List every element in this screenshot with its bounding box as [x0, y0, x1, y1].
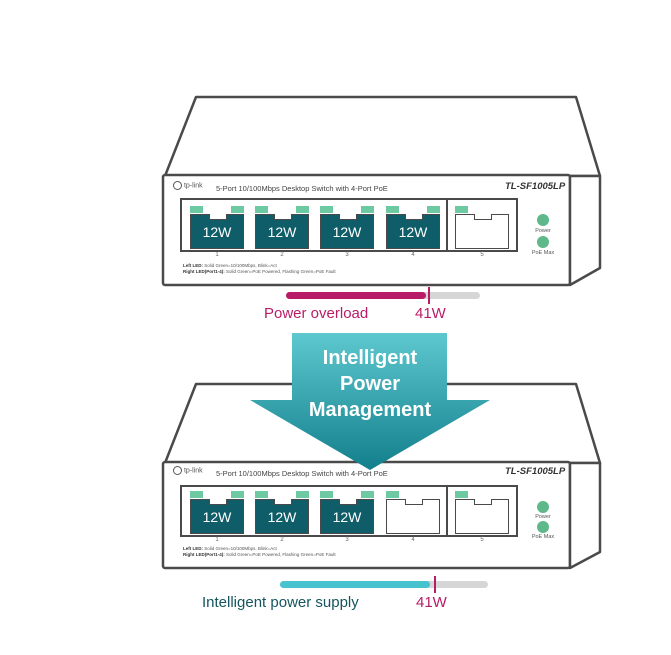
- port-power-label: 12W: [267, 509, 297, 525]
- rj45-socket-icon: [455, 214, 509, 249]
- top-brand-logo: tp-link: [173, 181, 203, 190]
- top-poe-max-led-label: PoE Max: [531, 250, 555, 256]
- port-power-label: 12W: [202, 224, 232, 240]
- port-number: 2: [280, 252, 284, 258]
- port-power-label: 12W: [398, 224, 428, 240]
- port-left-led: [455, 206, 468, 213]
- supply-caption: Intelligent power supply: [202, 594, 359, 611]
- socket-notch: [209, 499, 227, 505]
- rj45-socket-icon: 12W: [190, 214, 244, 249]
- port-number: 4: [411, 252, 415, 258]
- supply-limit-marker: [434, 576, 436, 593]
- port-left-led: [386, 206, 399, 213]
- arrow-label: Intelligent Power Management: [308, 347, 432, 421]
- port-left-led: [255, 206, 268, 213]
- port-right-led: [427, 206, 440, 213]
- top-switch-drawing: [161, 95, 602, 287]
- top-port-3: 12W: [320, 206, 374, 249]
- port-right-led: [296, 491, 309, 498]
- port-power-label: 12W: [332, 224, 362, 240]
- overload-limit-label: 41W: [415, 305, 446, 322]
- supply-limit-label: 41W: [416, 594, 447, 611]
- port-right-led: [231, 206, 244, 213]
- port-number: 5: [480, 252, 484, 258]
- port-number: 1: [215, 252, 219, 258]
- port-left-led: [455, 491, 468, 498]
- bottom-port-4: [386, 491, 440, 534]
- top-led-legend: Left LED: Solid Green=10/100Mbps, Blink=…: [183, 263, 336, 274]
- bottom-port-1: 12W: [190, 491, 244, 534]
- top-port-frame: [180, 198, 518, 252]
- port-left-led: [320, 491, 333, 498]
- top-port-5: [455, 206, 509, 249]
- top-switch-model: TL-SF1005LP: [505, 181, 566, 192]
- port-left-led: [190, 491, 203, 498]
- port-right-led: [231, 491, 244, 498]
- socket-notch: [209, 214, 227, 220]
- port-left-led: [190, 206, 203, 213]
- bottom-port-3: 12W: [320, 491, 374, 534]
- socket-notch: [339, 499, 357, 505]
- brand-circle-icon: [173, 466, 182, 475]
- port-left-led: [255, 491, 268, 498]
- supply-meter-track: [280, 576, 488, 593]
- port-number: 5: [480, 537, 484, 543]
- port-right-led: [361, 491, 374, 498]
- bottom-poe-max-led: [537, 521, 549, 533]
- port-number: 4: [411, 537, 415, 543]
- supply-meter-fill: [280, 581, 430, 588]
- top-switch-description: 5-Port 10/100Mbps Desktop Switch with 4-…: [216, 184, 388, 193]
- port-right-led: [296, 206, 309, 213]
- rj45-socket-icon: 12W: [255, 499, 309, 534]
- bottom-port-5: [455, 491, 509, 534]
- top-port-4: 12W: [386, 206, 440, 249]
- rj45-socket-icon: 12W: [386, 214, 440, 249]
- top-port-1: 12W: [190, 206, 244, 249]
- bottom-power-led-label: Power: [535, 514, 551, 520]
- bottom-port-frame: [180, 485, 518, 537]
- port-power-label: 12W: [202, 509, 232, 525]
- port-number: 1: [215, 537, 219, 543]
- socket-notch: [474, 499, 492, 505]
- bottom-poe-max-led-label: PoE Max: [531, 534, 555, 540]
- bottom-switch-side: [568, 461, 602, 570]
- rj45-socket-icon: [455, 499, 509, 534]
- port-number: 2: [280, 537, 284, 543]
- overload-meter-fill: [286, 292, 426, 299]
- rj45-socket-icon: 12W: [255, 214, 309, 249]
- bottom-switch-model: TL-SF1005LP: [505, 466, 566, 477]
- bottom-led-legend: Left LED: Solid Green=10/100Mbps, Blink=…: [183, 546, 336, 557]
- socket-notch: [474, 214, 492, 220]
- top-power-led-label: Power: [535, 228, 551, 234]
- rj45-socket-icon: 12W: [320, 499, 374, 534]
- bottom-brand-logo: tp-link: [173, 466, 203, 475]
- rj45-socket-icon: 12W: [320, 214, 374, 249]
- socket-notch: [405, 499, 423, 505]
- brand-circle-icon: [173, 181, 182, 190]
- overload-caption: Power overload: [264, 305, 369, 322]
- port-left-led: [320, 206, 333, 213]
- bottom-switch-description: 5-Port 10/100Mbps Desktop Switch with 4-…: [216, 469, 388, 478]
- socket-notch: [405, 214, 423, 220]
- rj45-socket-icon: 12W: [190, 499, 244, 534]
- socket-notch: [339, 214, 357, 220]
- top-power-led: [537, 214, 549, 226]
- port-number: 3: [345, 537, 349, 543]
- port-power-label: 12W: [332, 509, 362, 525]
- port-right-led: [361, 206, 374, 213]
- port-number: 3: [345, 252, 349, 258]
- top-port-2: 12W: [255, 206, 309, 249]
- port-left-led: [386, 491, 399, 498]
- bottom-power-led: [537, 501, 549, 513]
- socket-notch: [274, 499, 292, 505]
- overload-limit-marker: [428, 287, 430, 304]
- socket-notch: [274, 214, 292, 220]
- port-power-label: 12W: [267, 224, 297, 240]
- rj45-socket-icon: [386, 499, 440, 534]
- top-poe-max-led: [537, 236, 549, 248]
- top-switch-side: [568, 174, 602, 287]
- bottom-port-2: 12W: [255, 491, 309, 534]
- overload-meter-track: [286, 287, 480, 304]
